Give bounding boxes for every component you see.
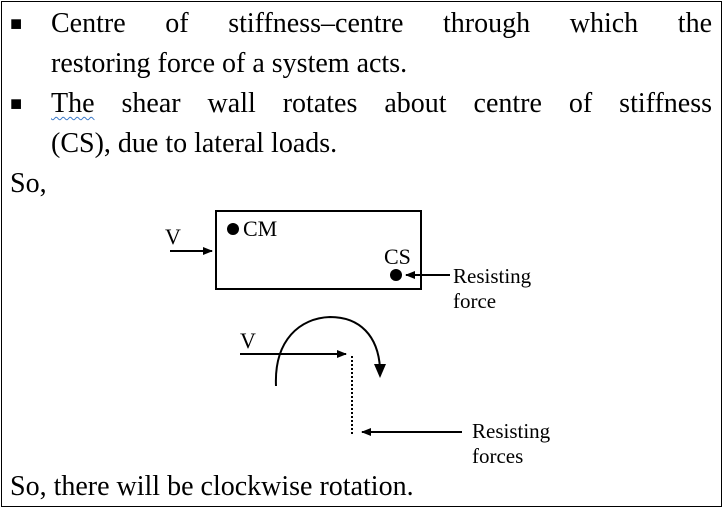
resisting-force-label-line1: Resisting (453, 264, 532, 288)
conclusion-text: So, there will be clockwise rotation. (10, 471, 414, 502)
clockwise-rotation-arc (274, 315, 381, 387)
centre-of-mass-dot (227, 223, 239, 235)
clockwise-rotation-arrowhead (374, 364, 386, 378)
shear-wall-plan-rect (215, 210, 422, 290)
bullet-line-1-rest: shear wall rotates about centre of stiff… (94, 88, 713, 119)
bullet-marker: ■ (10, 13, 23, 35)
cs-label: CS (384, 244, 411, 269)
force-label-v: V (165, 224, 181, 249)
resisting-force-label-line2: force (453, 289, 496, 313)
bullet-text: Centre of stiffness–centre through which… (51, 4, 712, 84)
resisting-forces-label-line2: forces (472, 444, 523, 468)
bullet-line-1: The shear wall rotates about centre of s… (51, 84, 712, 124)
bullet-line-2: (CS), due to lateral loads. (51, 128, 338, 159)
so-label: So, (10, 168, 47, 199)
cm-label: CM (243, 216, 277, 241)
bullet-text: The shear wall rotates about centre of s… (51, 84, 712, 164)
resisting-forces-label-line1: Resisting (472, 419, 551, 443)
bullet-line-1: Centre of stiffness–centre through which… (51, 8, 712, 39)
bullet-line-2: restoring force of a system acts. (51, 48, 408, 79)
centre-of-stiffness-dot (390, 269, 402, 281)
bullet-centre-of-stiffness: ■ Centre of stiffness–centre through whi… (10, 4, 712, 84)
bullet-marker: ■ (10, 93, 23, 115)
spellcheck-word: The (51, 88, 95, 119)
force-label-v-bottom: V (240, 328, 256, 353)
bullet-shear-wall-rotation: ■ The shear wall rotates about centre of… (10, 84, 712, 164)
